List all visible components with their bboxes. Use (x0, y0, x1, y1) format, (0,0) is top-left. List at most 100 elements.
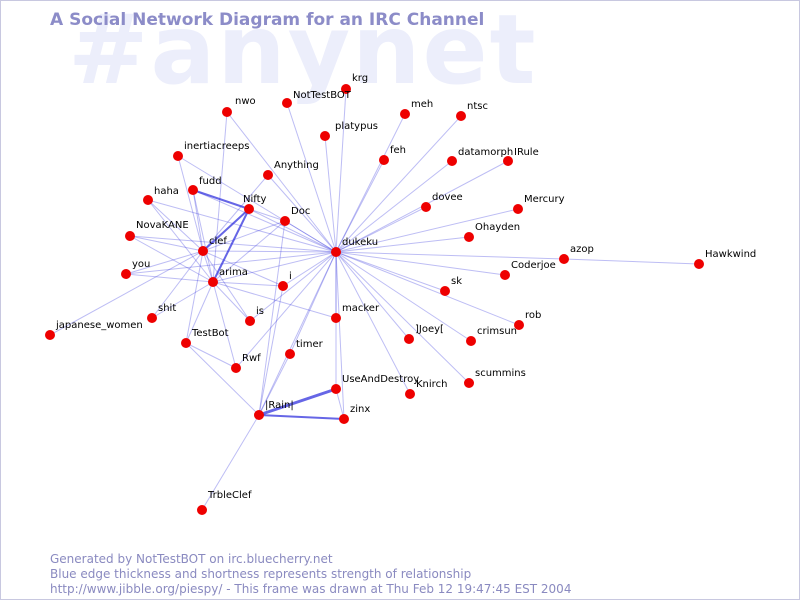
edge-dukeku-mercury (335, 208, 519, 253)
node-marker (278, 281, 288, 291)
node-dukeku: dukeku (331, 237, 378, 257)
node-zinx: zinx (339, 404, 370, 424)
node-label: timer (296, 339, 324, 350)
node-label: fudd (199, 176, 222, 187)
node-marker (320, 131, 330, 141)
edge-dukeku-you (125, 251, 337, 275)
node-marker (466, 336, 476, 346)
node-marker (173, 151, 183, 161)
node-marker (285, 349, 295, 359)
node-feh: feh (379, 145, 406, 165)
node-marker (440, 286, 450, 296)
edge-dukeku-nottestbot (286, 102, 337, 253)
node-label: nwo (235, 96, 256, 107)
edge-arima-novakane (129, 235, 214, 283)
node-label: clef (209, 236, 227, 247)
edge-clef-is (202, 250, 251, 322)
edge-dukeku-anything (267, 174, 337, 253)
node-label: Rwf (242, 353, 261, 364)
edge-arima-rwf (212, 281, 237, 369)
node-marker (147, 313, 157, 323)
edge-arima-testbot (185, 281, 214, 344)
edge-clef-fudd (192, 189, 204, 252)
edge-dukeku-krg (335, 88, 347, 253)
edge-dukeku-rain (258, 251, 337, 416)
node-doc: Doc (280, 206, 310, 226)
edge-nifty-doc (248, 208, 286, 222)
node-label: haha (154, 186, 179, 197)
node-crimsun: crimsun (466, 326, 517, 346)
node-label: UseAndDestroy (342, 374, 419, 385)
footer-generator: Generated by NotTestBOT on irc.bluecherr… (50, 552, 333, 566)
edge-clef-nifty (202, 208, 250, 252)
node-label: inertiacreeps (184, 141, 249, 152)
edge-clef-shit (151, 250, 204, 319)
node-krg: krg (341, 73, 368, 94)
edge-clef-doc (202, 220, 286, 252)
node-nwo: nwo (222, 96, 256, 117)
edge-arima-you (125, 273, 214, 283)
node-label: datamorph (458, 147, 513, 158)
edge-arima-nifty (212, 208, 250, 283)
edge-dukeku-is (249, 251, 337, 322)
node-marker (421, 202, 431, 212)
node-label: feh (390, 145, 406, 156)
edge-dukeku-inertiacreeps (177, 155, 337, 253)
node-marker (464, 232, 474, 242)
edge-arima-shit (151, 281, 214, 319)
node-marker (464, 378, 474, 388)
edge-clef-anything (202, 174, 269, 252)
node-knirch: Knirch (405, 379, 447, 399)
channel-watermark: #anynet (68, 0, 538, 106)
edge-layer (49, 88, 700, 511)
footer-legend: Blue edge thickness and shortness repres… (50, 567, 472, 581)
edge-dukeku-knirch (335, 251, 411, 395)
edge-clef-japanese-women (49, 250, 204, 336)
edge-clef-novakane (129, 235, 204, 252)
edge-dukeku-joey (335, 251, 410, 340)
node-label: rob (525, 310, 541, 321)
node-marker (404, 334, 414, 344)
edge-arima-is (212, 281, 251, 322)
node-is: is (245, 306, 264, 326)
edge-dukeku-ntsc (335, 115, 462, 253)
edge-clef-inertiacreeps (177, 155, 204, 252)
node-label: ntsc (467, 101, 488, 112)
edge-clef-arima (202, 250, 214, 283)
edge-rain-trbleclef (201, 414, 260, 511)
edge-dukeku-ohayden (335, 236, 470, 253)
edge-testbot-rain (185, 342, 260, 416)
node-scummins: scummins (464, 368, 526, 388)
node-marker (208, 277, 218, 287)
node-marker (341, 84, 351, 94)
node-label: scummins (475, 368, 526, 379)
node-datamorph: datamorph (447, 147, 513, 166)
node-label: macker (342, 303, 380, 314)
node-label: is (256, 306, 264, 317)
edge-dukeku-crimsun (335, 251, 472, 342)
node-label: japanese_women (55, 320, 143, 331)
edge-testbot-rwf (185, 342, 237, 369)
node-marker (331, 247, 341, 257)
edge-dukeku-doc (284, 220, 337, 253)
edge-arima-macker (212, 281, 337, 319)
node-i: i (278, 271, 292, 291)
node-marker (45, 330, 55, 340)
edge-dukeku-nifty (248, 208, 337, 253)
node-label: platypus (335, 121, 378, 132)
node-platypus: platypus (320, 121, 378, 141)
node-joey: ]Joey[ (404, 324, 444, 344)
node-clef: clef (198, 236, 227, 256)
node-marker (513, 204, 523, 214)
node-rwf: Rwf (231, 353, 261, 373)
node-label: ]Joey[ (415, 324, 444, 335)
node-trbleclef: TrbleClef (197, 490, 252, 515)
edge-dukeku-sk (335, 251, 446, 292)
edge-dukeku-platypus (324, 135, 337, 253)
edge-dukeku-meh (335, 113, 406, 253)
edge-dukeku-clef (202, 250, 337, 253)
node-marker (447, 156, 457, 166)
node-label: i (289, 271, 292, 282)
